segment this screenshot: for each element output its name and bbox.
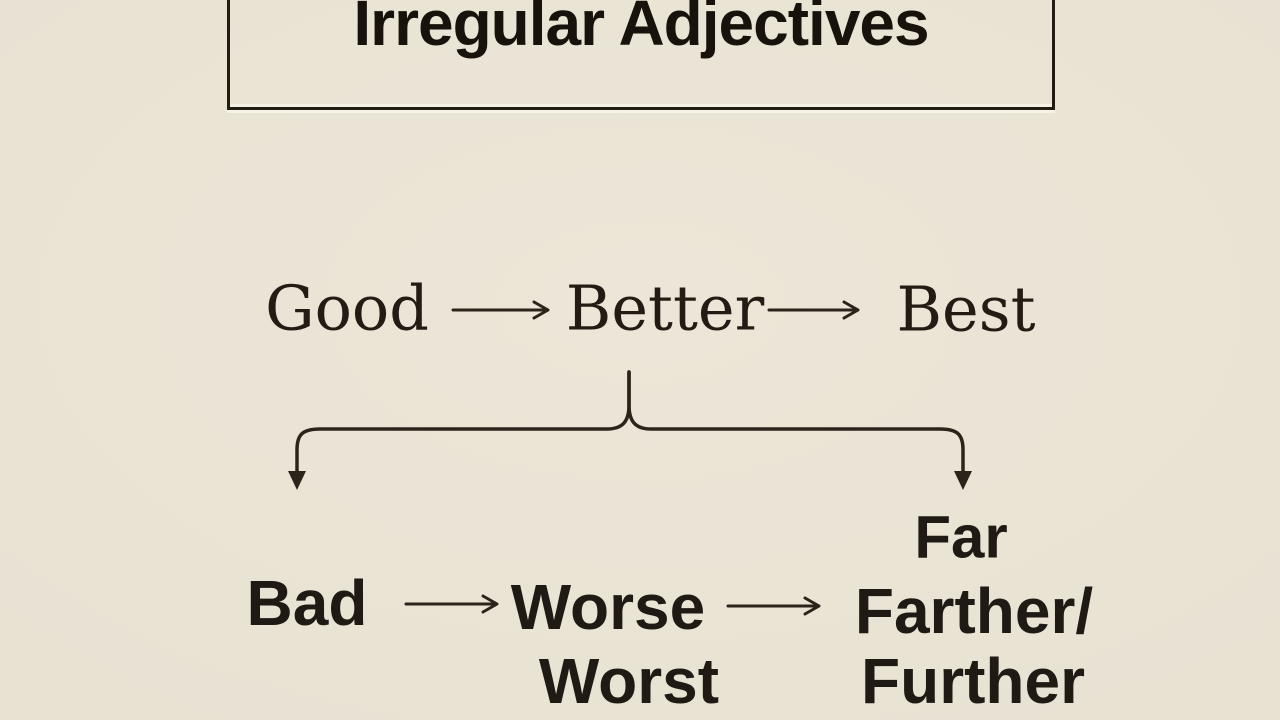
page-title: Irregular Adjectives (353, 0, 929, 59)
node-worse: Worse (510, 571, 706, 643)
title-box (227, 0, 1055, 110)
node-best: Best (896, 272, 1036, 346)
node-farther: Farther/ (854, 575, 1094, 647)
node-good: Good (265, 271, 429, 345)
arrow-right-icon (726, 596, 821, 616)
arrow-right-icon (404, 594, 499, 614)
node-better: Better (565, 271, 765, 345)
node-further: Further (861, 645, 1085, 717)
arrow-right-icon (767, 300, 860, 320)
node-worst: Worst (538, 645, 720, 717)
node-bad: Bad (246, 567, 368, 639)
arrow-right-icon (451, 300, 550, 320)
node-far: Far (914, 503, 1008, 571)
branch-split-down-arrows-icon (288, 370, 972, 490)
